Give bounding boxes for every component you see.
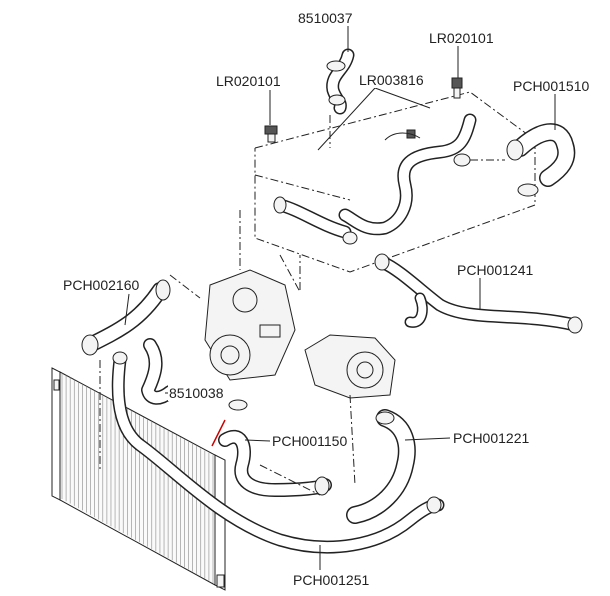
alignment-lines bbox=[99, 254, 356, 496]
part-label-lr020101-left: LR020101 bbox=[215, 73, 282, 89]
lower-hose-pch001221 bbox=[346, 409, 416, 524]
bottom-hose-pch001251 bbox=[111, 351, 445, 554]
upper-hose-pch001510 bbox=[506, 123, 576, 197]
bleed-screw-right bbox=[451, 77, 463, 99]
bypass-hose-pch001241 bbox=[374, 253, 583, 334]
part-label-lr003816: LR003816 bbox=[358, 72, 425, 88]
highlight-leader bbox=[211, 419, 226, 447]
part-label-8510037: 8510037 bbox=[297, 10, 354, 26]
thermostat-housing bbox=[304, 334, 396, 399]
part-label-pch001510: PCH001510 bbox=[512, 78, 591, 94]
hose-8510037 bbox=[326, 30, 355, 115]
expansion-hose-assembly bbox=[273, 113, 477, 245]
radiator bbox=[51, 367, 226, 591]
hose-8510038 bbox=[141, 338, 248, 411]
part-label-lr020101-right: LR020101 bbox=[428, 30, 495, 46]
part-label-pch001251: PCH001251 bbox=[292, 572, 371, 588]
radiator-fins bbox=[61, 373, 214, 583]
part-label-8510038: 8510038 bbox=[168, 385, 225, 401]
part-label-pch001150: PCH001150 bbox=[271, 433, 349, 449]
water-pump bbox=[204, 269, 296, 381]
part-label-pch001221: PCH001221 bbox=[452, 430, 531, 446]
assembly-frame bbox=[239, 91, 536, 290]
thermostat-hose-pch002160 bbox=[81, 279, 171, 356]
bleed-screw-left bbox=[264, 125, 278, 143]
part-label-pch002160: PCH002160 bbox=[62, 277, 141, 293]
leader-lines bbox=[124, 24, 556, 570]
part-label-pch001241: PCH001241 bbox=[456, 262, 535, 278]
